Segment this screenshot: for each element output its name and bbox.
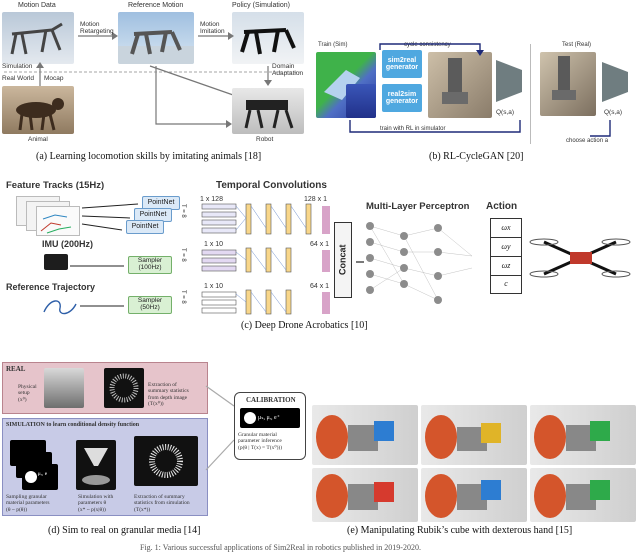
rubik-frame-2 (421, 405, 527, 465)
feature-vec-1 (322, 206, 330, 234)
reference-motion-label: Reference Motion (128, 2, 184, 9)
depth-image (104, 368, 144, 408)
reference-trajectory-label: Reference Trajectory (6, 282, 96, 292)
concat-label: Concat (337, 244, 348, 276)
drone-image (529, 238, 631, 278)
q-network-test (602, 62, 628, 102)
dim-64x1-a: 64 x 1 (310, 241, 330, 248)
dim-1x128: 1 x 128 (200, 196, 223, 203)
rubik-frame-5 (421, 468, 527, 522)
sim-funnel-image (76, 440, 116, 490)
panel-b-divider (530, 44, 531, 144)
imu-device-icon (44, 254, 68, 270)
mocap-label: Mocap (44, 75, 64, 82)
robot-image (232, 88, 304, 134)
param-mu-label: μₛ, μᵣ, e (30, 471, 48, 477)
dim-1x10-b: 1 x 10 (204, 283, 224, 290)
feature-track-thumb-3 (36, 206, 80, 236)
motion-data-image (2, 12, 74, 64)
physical-setup-image (44, 368, 84, 408)
figure-caption: Fig. 1: Various successful applications … (140, 543, 421, 552)
action-c: c (504, 279, 508, 289)
cycle-consistency-label: cycle consistency (404, 42, 451, 48)
panel-c-input-arrows (70, 203, 139, 307)
q-network-train (496, 60, 522, 102)
train-with-rl-label: train with RL in simulator (380, 126, 446, 132)
panel-a-arrows (4, 32, 300, 128)
trajectory-icon (43, 300, 77, 315)
t8-label-2: T = 8 (180, 248, 186, 262)
motion-retargeting-label: Motion Retargeting (80, 21, 114, 35)
t8-label-3: T = 8 (180, 290, 186, 304)
imu-label: IMU (200Hz) (42, 239, 94, 249)
caption-c: (c) Deep Drone Acrobatics [10] (241, 320, 368, 331)
t8-label-1: T = 8 (180, 204, 186, 218)
animal-image (2, 86, 74, 134)
temporal-convolutions-label: Temporal Convolutions (216, 180, 327, 191)
motion-imitation-label: Motion Imitation (200, 21, 225, 35)
real-world-label: Real World (2, 75, 35, 82)
extraction-real-label: Extraction of summary statistics from de… (148, 382, 189, 407)
simulation-label: Simulation (2, 63, 33, 70)
dim-128x1: 128 x 1 (304, 196, 327, 203)
sim-depth-image (134, 436, 198, 486)
animal-label: Animal (28, 136, 48, 143)
caption-e: (e) Manipulating Rubik’s cube with dexte… (347, 525, 573, 536)
sim2real-generator: sim2real generator (382, 50, 422, 78)
rubik-frame-6 (530, 468, 636, 522)
granular-inference-label: Granular material parameter inference (p… (238, 432, 283, 451)
panel-d-arrows (205, 385, 235, 471)
reference-motion-image (118, 12, 194, 64)
sampler-50-box: Sampler (50Hz) (128, 296, 172, 314)
feature-vec-3 (322, 292, 330, 314)
real-like-image (428, 52, 492, 118)
train-sim-label: Train (Sim) (318, 42, 348, 48)
action-vector: ωx ωy ωz c (490, 218, 522, 294)
caption-a: (a) Learning locomotion skills by imitat… (36, 151, 262, 162)
choose-action-label: choose action a (566, 138, 609, 144)
caption-d: (d) Sim to real on granular media [14] (48, 525, 201, 536)
param-card-3 (22, 464, 58, 490)
physical-setup-label: Physical setup (x⁰) (18, 384, 37, 403)
test-real-label: Test (Real) (562, 42, 592, 48)
action-label: Action (486, 201, 518, 212)
caption-b: (b) RL-CycleGAN [20] (429, 151, 524, 162)
motion-data-label: Motion Data (18, 2, 56, 9)
simulation-title: SIMULATION to learn conditional density … (6, 422, 140, 428)
action-omega-x: ωx (491, 219, 521, 238)
extraction-sim-label: Extraction of summary statistics from si… (134, 494, 190, 513)
rubik-frame-4 (312, 468, 418, 522)
sampler-100-box: Sampler (100Hz) (128, 256, 172, 274)
panel-b-arrows (349, 43, 611, 137)
action-omega-y: ωy (491, 238, 521, 257)
dim-64x1-b: 64 x 1 (310, 283, 330, 290)
test-real-image (540, 52, 596, 116)
pointnet-box-3: PointNet (126, 220, 164, 234)
concat-box: Concat (334, 222, 352, 298)
domain-adaptation-label: Domain Adaptation (272, 63, 304, 77)
rubik-frame-3 (530, 405, 636, 465)
dim-1x10-a: 1 x 10 (204, 241, 224, 248)
calibration-mu-label: μₛ, μᵣ, e⁺ (258, 415, 280, 421)
temporal-conv-layers (201, 203, 312, 315)
calibration-title: CALIBRATION (246, 396, 296, 404)
feature-tracks-label: Feature Tracks (15Hz) (6, 180, 105, 191)
q-sa-test: Q(s,a) (604, 109, 623, 116)
real-title: REAL (6, 365, 26, 373)
policy-simulation-image (232, 12, 304, 64)
sim-recon-image (346, 84, 376, 118)
mlp-network (356, 222, 473, 304)
q-sa-train: Q(s,a) (496, 109, 515, 116)
feature-vec-2 (322, 250, 330, 272)
real2sim-generator: real2sim generator (382, 84, 422, 112)
robot-label: Robot (256, 136, 274, 143)
policy-simulation-label: Policy (Simulation) (232, 2, 290, 9)
simulation-params-label: Simulation with parameters θ (x* ~ p(x|θ… (78, 494, 114, 513)
action-omega-z: ωz (491, 257, 521, 276)
rubik-frame-1 (312, 405, 418, 465)
sampling-label: Sampling granular material parameters (θ… (6, 494, 50, 513)
calibration-card (240, 408, 300, 428)
mlp-label: Multi-Layer Perceptron (366, 201, 470, 212)
